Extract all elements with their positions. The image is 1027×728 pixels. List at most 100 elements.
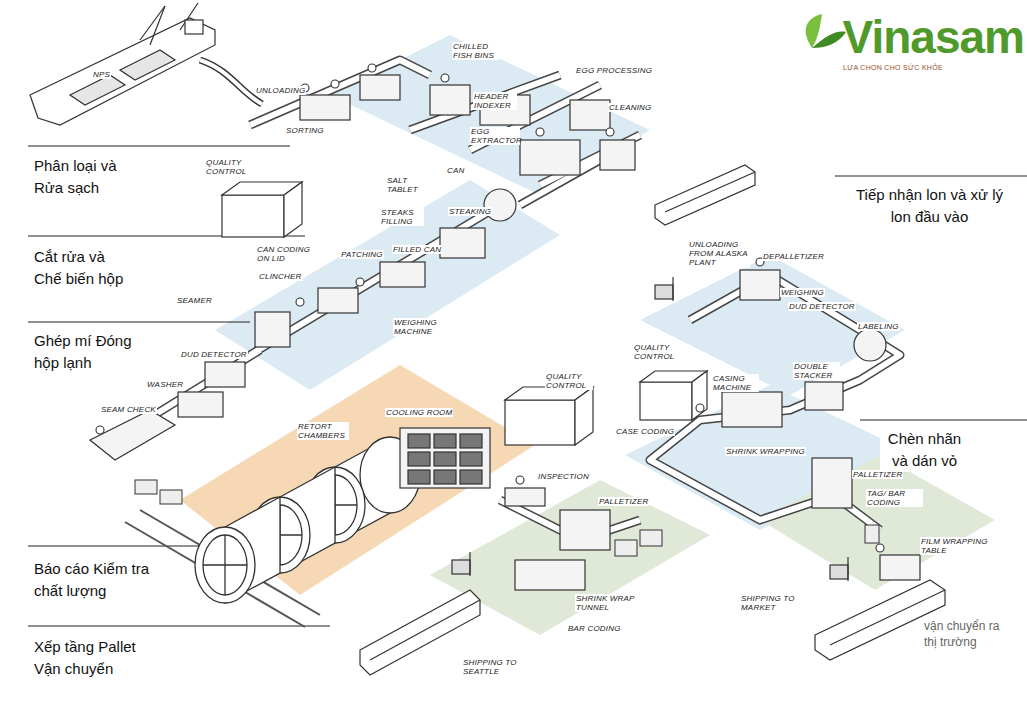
machine [570,100,610,130]
station-label: SHRINK WRAPPING [725,447,806,456]
forklift [830,565,848,579]
machine [880,555,920,580]
pallet-stack [640,530,662,546]
machine [560,510,610,550]
station-label: WASHER [146,380,184,389]
station-label: SEAMER [176,296,213,305]
machine [255,312,290,347]
cooling-room [460,470,482,484]
forklift [452,277,848,581]
forklift [655,285,673,299]
logo-text: Vinasam [843,14,1024,60]
machine [854,329,886,361]
pallet-stack [615,540,637,556]
machine [380,262,425,287]
station-label: FILLED CAN [392,245,442,254]
quality-control-booth [505,400,575,445]
conveyor-belt [410,75,560,130]
station-label: CLINCHER [258,272,303,281]
retort-chamber [224,535,225,595]
retort-chamber [195,527,255,603]
floor-area [760,455,995,590]
unloading-pipe [200,60,262,104]
worker [296,298,304,306]
worker [606,128,614,136]
machine [722,392,782,427]
section-heading: Chèn nhãn và dán vỏ [880,428,969,472]
station-label: SALT TABLET [386,176,432,194]
logo-leaf [812,32,846,48]
station-label: SHIPPING TO SEATTLE [462,658,524,676]
section-rule [28,146,1027,626]
logo-leaf [806,14,846,48]
worker [876,544,884,552]
station-label: DOUBLE STACKER [793,362,840,380]
quality-control-booth [222,195,284,237]
truck-trailer [360,165,945,675]
station-label: STEAKING [448,207,492,216]
section-rule [28,322,250,323]
machine [360,75,400,100]
station-label: PATCHING [340,250,384,259]
pallet-stack [865,525,879,543]
pallet-stack [135,480,879,556]
worker [536,128,544,136]
station-label: UNLOADING FROM ALASKA PLANT [688,240,750,268]
station-label: PALLETIZER [598,497,649,506]
conveyor [130,60,900,540]
machine [300,95,350,120]
station-label: CLEANING [608,103,653,112]
station-label: EGG PROCESSING [575,66,653,75]
worker [96,426,104,434]
station-label: QUALITY CONTROL [545,372,593,390]
cooling-room [434,434,456,448]
cooling-room [434,452,456,466]
station-label: LABELING [857,322,900,331]
worker [441,74,449,82]
cooling-room [400,428,490,488]
machine [484,189,516,221]
section-rule [28,146,290,147]
section-rule [860,420,1027,421]
machine [318,288,358,313]
station-label: CAN CODING ON LID [256,245,313,263]
forklift [469,552,470,576]
machine [520,140,580,175]
station-label: WEIGHING [780,288,825,297]
station-label: COOLING ROOM [385,408,453,417]
conveyor-belt [250,60,430,125]
station-label: UNLOADING [255,86,306,95]
cooling-room [408,452,430,466]
station-label: FILM WRAPPING TABLE [920,537,992,555]
section-heading: vận chuyển ra thị trường [922,618,1010,650]
unloading-pipe [200,60,262,104]
machine [505,488,545,506]
section-rule [28,626,330,627]
section-heading: Tiếp nhận lon và xử lý lon đầu vào [845,184,1014,228]
floor-area [330,35,650,195]
station-label: BAR CODING [567,624,622,633]
ship [185,20,203,34]
machine [178,392,223,417]
station-label: SORTING [285,126,325,135]
pallet-stack [135,480,157,494]
worker [516,476,524,484]
machine [430,85,470,115]
station-label: QUALITY CONTROL [633,343,681,361]
station-label: DEPALLETIZER [762,252,825,261]
machine [740,270,780,300]
quality-control-booth [222,182,707,445]
station-label: INSPECTION [537,472,590,481]
quality-control-booth [575,387,593,445]
truck-trailer [370,600,480,660]
quality-control-booth [692,371,707,420]
station-label: CASE CODING [615,427,675,436]
section-heading: Cắt rửa và Chế biến hộp [32,246,136,290]
station-label: CAN [446,166,466,175]
machine [805,382,843,410]
station-label: CASING MACHINE [712,374,759,392]
ship [30,3,215,125]
logo-tagline: LỰA CHỌN CHO SỨC KHỎE [843,64,943,71]
station-label: SHRINK WRAP TUNNEL [575,594,639,612]
